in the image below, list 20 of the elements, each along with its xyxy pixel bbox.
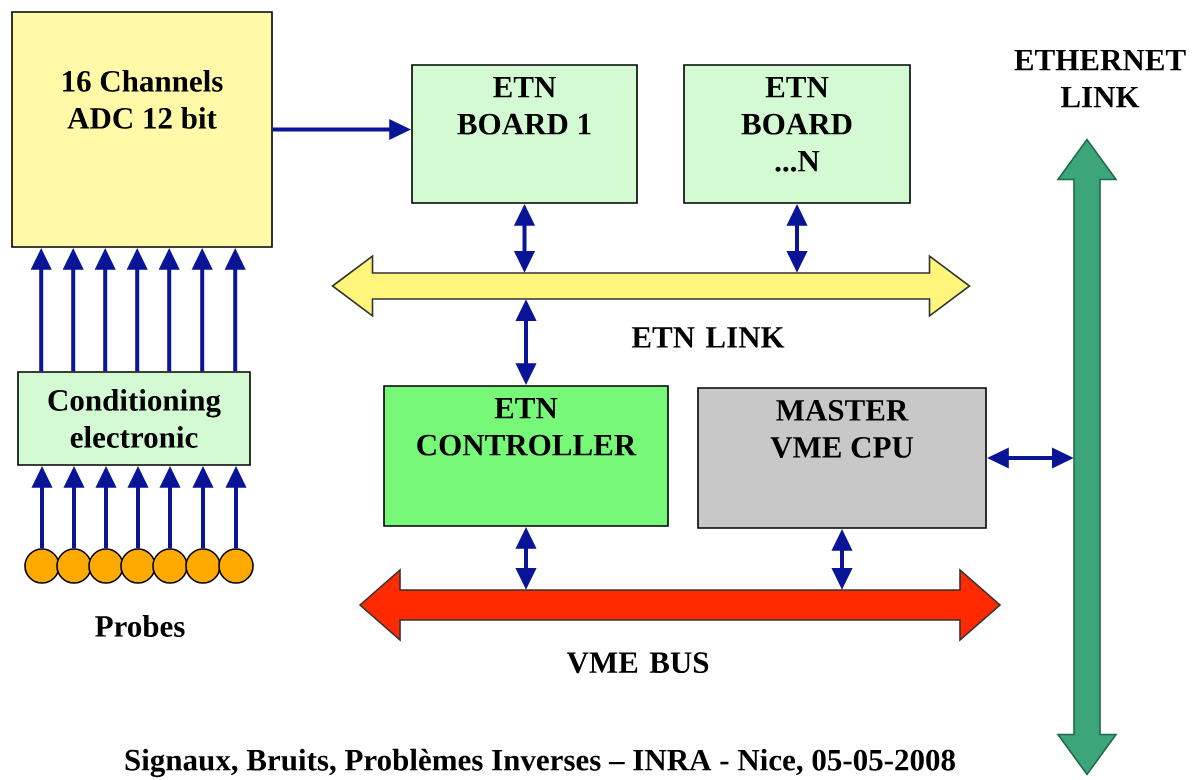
data-bus: ETN LINK bbox=[331, 254, 971, 348]
caption: Signaux, Bruits, Problèmes Inverses – INRA - Nice, 05-05-2008 bbox=[125, 748, 955, 778]
probe-circle bbox=[120, 548, 156, 584]
block-box: ETN BOARD 1 bbox=[411, 64, 638, 204]
node-label: VME BUS bbox=[566, 652, 709, 674]
block-box: MASTER VME CPU bbox=[697, 387, 987, 529]
block-box: ETN BOARD ...N bbox=[683, 64, 911, 204]
probe-circle bbox=[185, 548, 221, 584]
probe-circle bbox=[24, 548, 60, 584]
node-label: ETHERNET LINK bbox=[1014, 49, 1186, 108]
probe-circle bbox=[88, 548, 124, 584]
data-bus: ETHERNET LINK bbox=[1014, 49, 1186, 776]
probes-label: Probes bbox=[95, 615, 185, 637]
block-box: 16 Channels ADC 12 bit bbox=[11, 11, 273, 248]
node-label: ETN LINK bbox=[631, 327, 785, 348]
block-box: ETN CONTROLLER bbox=[383, 385, 669, 527]
probe-circle bbox=[56, 548, 92, 584]
probe-circle bbox=[218, 548, 254, 584]
probe-circle bbox=[152, 548, 188, 584]
block-box: Conditioning electronic bbox=[17, 371, 251, 466]
